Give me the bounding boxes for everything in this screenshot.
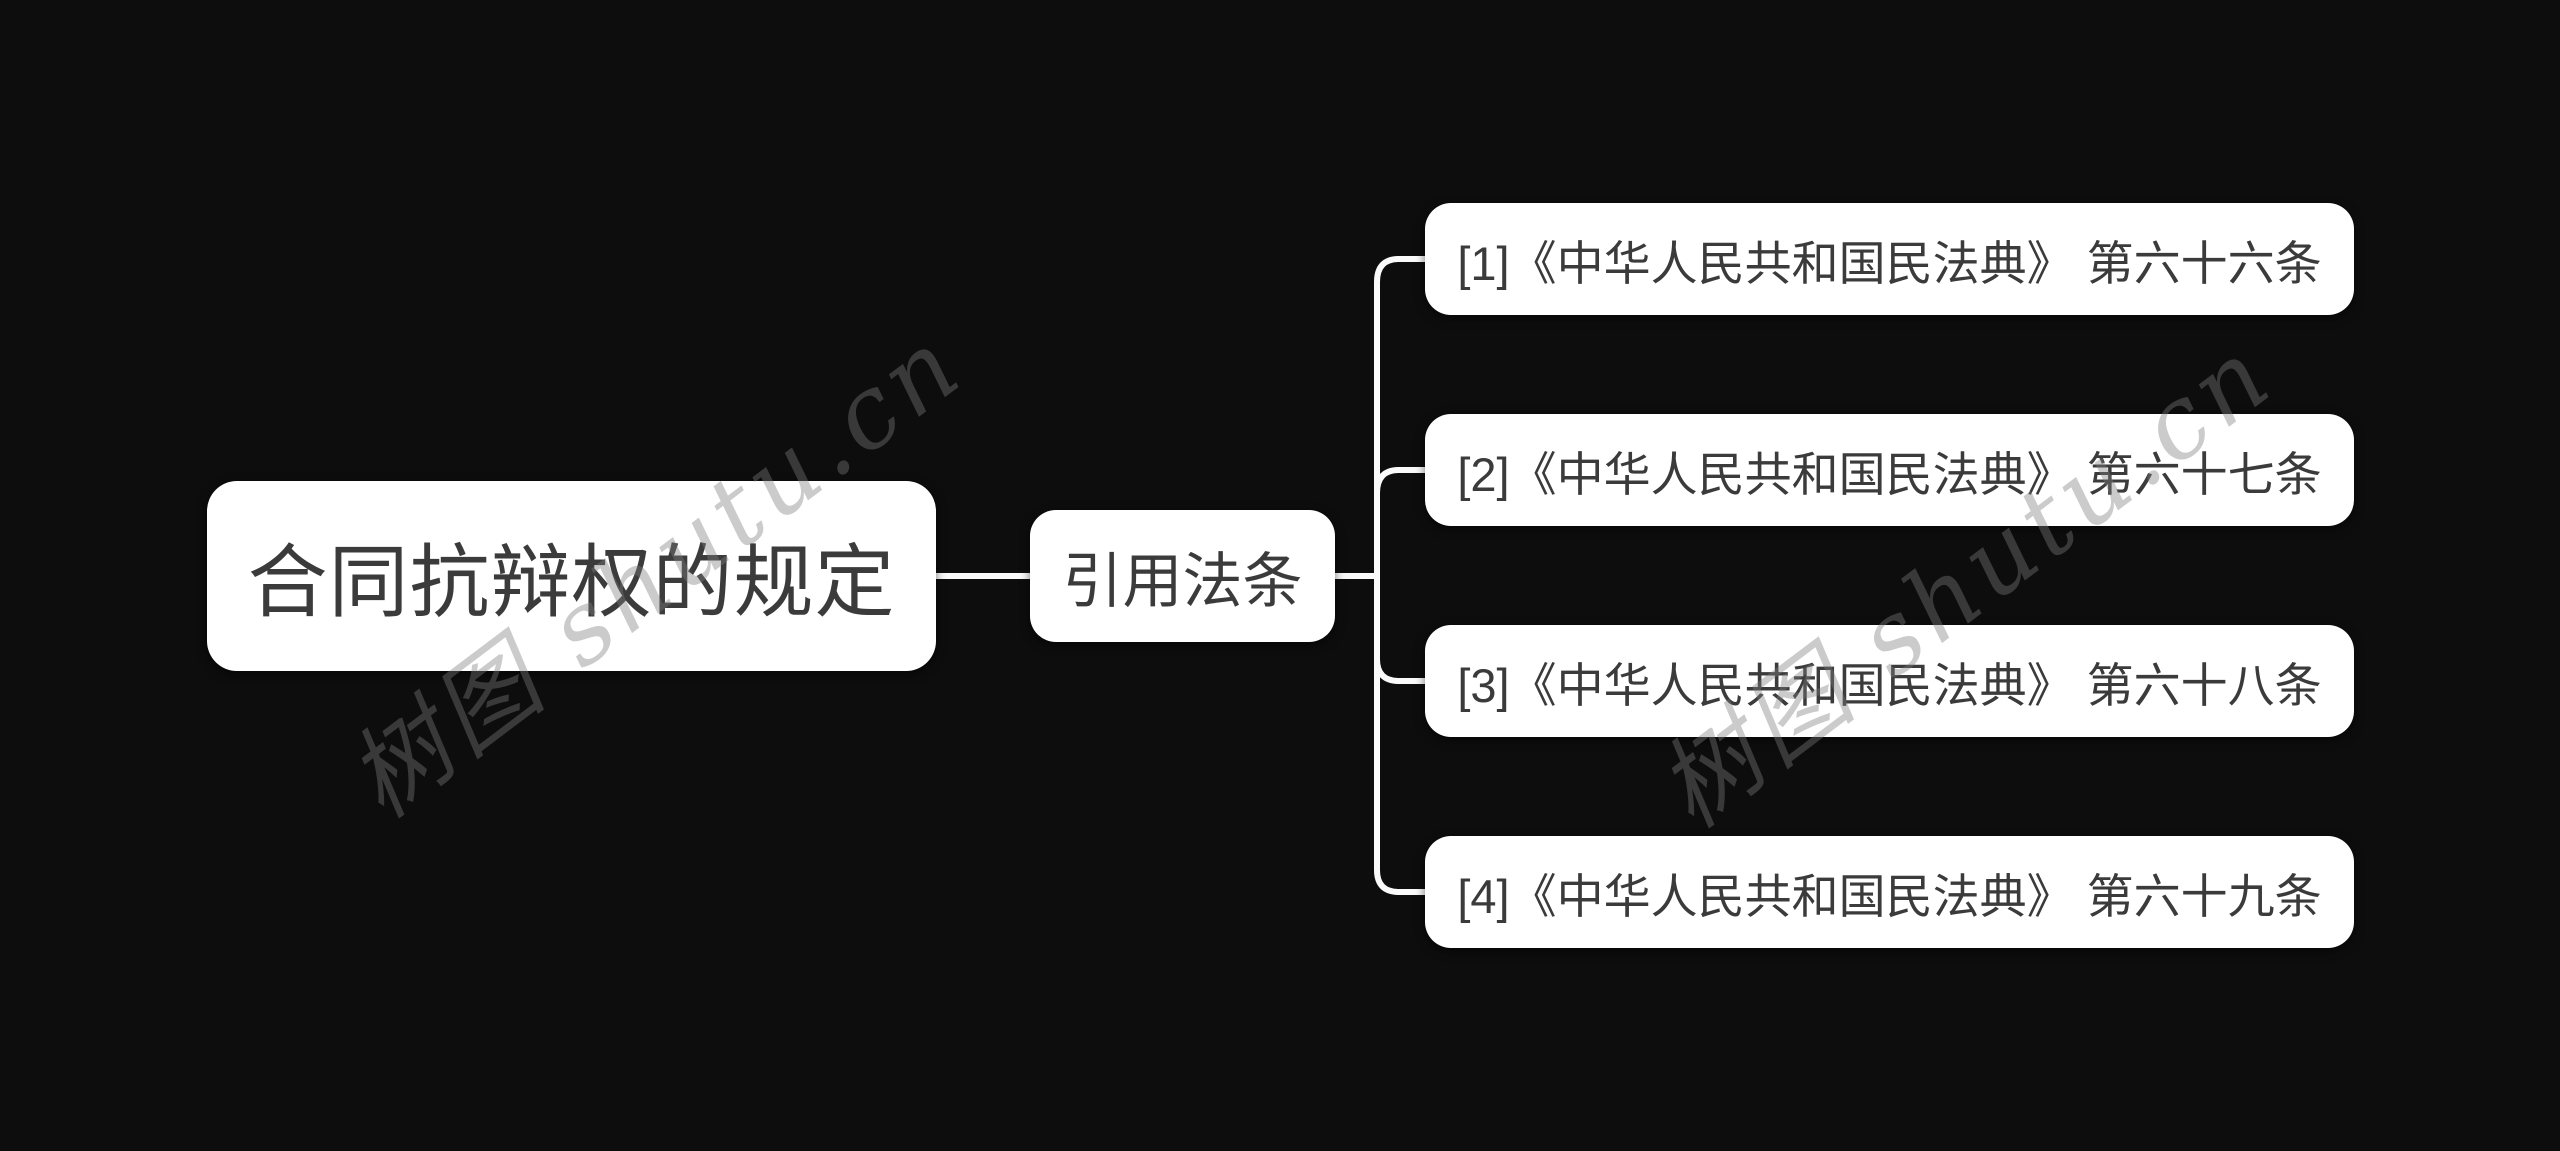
node-law-article-68-label: [3]《中华人民共和国民法典》 第六十八条 — [1457, 658, 2322, 712]
node-law-article-68[interactable]: [3]《中华人民共和国民法典》 第六十八条 — [1425, 625, 2354, 737]
node-law-article-67-label: [2]《中华人民共和国民法典》 第六十七条 — [1457, 447, 2322, 501]
node-branch-cited-laws[interactable]: 引用法条 — [1030, 510, 1335, 642]
edge-trunk-to-child-3 — [1374, 573, 1428, 684]
node-law-article-66-label: [1]《中华人民共和国民法典》 第六十六条 — [1457, 236, 2322, 290]
node-law-article-69[interactable]: [4]《中华人民共和国民法典》 第六十九条 — [1425, 836, 2354, 948]
node-branch-label: 引用法条 — [1062, 547, 1303, 615]
node-root-label: 合同抗辩权的规定 — [247, 538, 896, 627]
edge-trunk-to-child-1 — [1374, 256, 1428, 579]
node-law-article-66[interactable]: [1]《中华人民共和国民法典》 第六十六条 — [1425, 203, 2354, 315]
node-law-article-69-label: [4]《中华人民共和国民法典》 第六十九条 — [1457, 869, 2322, 923]
node-root[interactable]: 合同抗辩权的规定 — [207, 481, 936, 671]
edge-trunk-to-child-4 — [1374, 573, 1428, 895]
node-law-article-67[interactable]: [2]《中华人民共和国民法典》 第六十七条 — [1425, 414, 2354, 526]
edge-trunk-to-child-2 — [1374, 467, 1428, 579]
